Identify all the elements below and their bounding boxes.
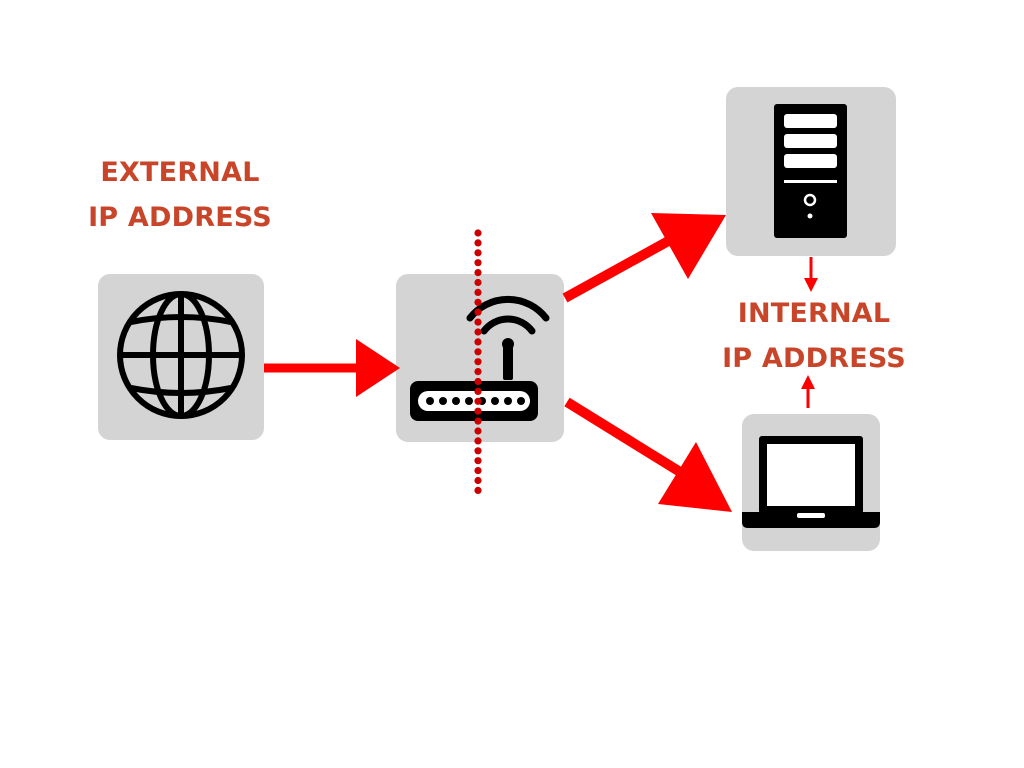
divider-dot	[474, 328, 482, 336]
divider-dot	[474, 397, 482, 405]
divider-dot	[474, 338, 482, 346]
server-tower-icon	[774, 104, 847, 238]
divider-dot	[474, 348, 482, 356]
external-ip-label-line1: EXTERNAL	[100, 157, 260, 188]
external-ip-label: EXTERNAL IP ADDRESS	[60, 150, 300, 240]
divider-dot	[474, 298, 482, 306]
arrow-laptop-to-internal-label	[801, 375, 815, 408]
divider-dot	[474, 358, 482, 366]
external-ip-label-line2: IP ADDRESS	[88, 202, 272, 233]
divider-dot	[474, 239, 482, 247]
divider-dot	[474, 387, 482, 395]
divider-dot	[474, 407, 482, 415]
arrows	[264, 213, 818, 512]
arrow-router-to-server	[562, 213, 726, 303]
divider-dot	[474, 318, 482, 326]
divider-dot	[474, 269, 482, 277]
divider-dot	[474, 259, 482, 267]
arrow-internet-to-router	[264, 339, 400, 397]
server-node	[726, 87, 896, 256]
divider-dot	[474, 308, 482, 316]
divider-dot	[474, 486, 482, 494]
divider-dot	[474, 457, 482, 465]
divider-dot	[474, 278, 482, 287]
router-port-lights	[426, 397, 525, 405]
internal-ip-label: INTERNAL IP ADDRESS	[694, 291, 934, 381]
arrow-router-to-laptop	[564, 397, 732, 512]
internal-ip-label-line2: IP ADDRESS	[722, 343, 906, 374]
laptop-node	[742, 414, 880, 551]
network-boundary-divider	[474, 229, 482, 494]
divider-dot	[474, 377, 482, 386]
divider-dot	[474, 476, 482, 485]
internet-node	[98, 274, 264, 440]
divider-dot	[474, 427, 482, 435]
divider-dot	[474, 229, 482, 237]
divider-dot	[474, 368, 482, 376]
divider-dot	[474, 447, 482, 455]
internal-ip-label-line1: INTERNAL	[737, 298, 891, 329]
divider-dot	[474, 417, 482, 425]
divider-dot	[474, 249, 482, 257]
laptop-icon	[742, 436, 880, 528]
arrow-server-to-internal-label	[804, 257, 818, 292]
divider-dot	[474, 437, 482, 445]
globe-icon	[117, 291, 245, 419]
divider-dot	[474, 467, 482, 475]
divider-dot	[474, 288, 482, 296]
router-node	[396, 274, 564, 442]
